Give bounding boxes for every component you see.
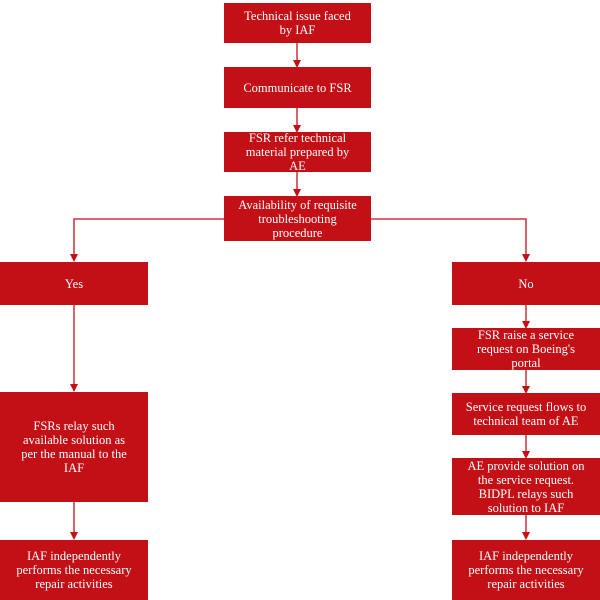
node-fsr-relay-solution: FSRs relay such available solution as pe… bbox=[0, 392, 148, 502]
node-fsr-raise-request: FSR raise a service request on Boeing's … bbox=[452, 328, 600, 370]
arrow-availability-to-yes bbox=[70, 218, 224, 262]
arrow-availability-to-no bbox=[371, 218, 530, 262]
node-communicate-to-fsr: Communicate to FSR bbox=[224, 67, 371, 108]
node-fsr-refer-material: FSR refer technical material prepared by… bbox=[224, 131, 371, 173]
node-technical-issue: Technical issue faced by IAF bbox=[224, 3, 371, 43]
node-iaf-repair-right: IAF independently performs the necessary… bbox=[452, 540, 600, 600]
node-ae-provide-solution: AE provide solution on the service reque… bbox=[452, 458, 600, 515]
node-service-request-flows: Service request flows to technical team … bbox=[452, 393, 600, 435]
node-no: No bbox=[452, 262, 600, 305]
node-availability-check: Availability of requisite troubleshootin… bbox=[224, 196, 371, 241]
node-yes: Yes bbox=[0, 262, 148, 305]
node-iaf-repair-left: IAF independently performs the necessary… bbox=[0, 540, 148, 600]
